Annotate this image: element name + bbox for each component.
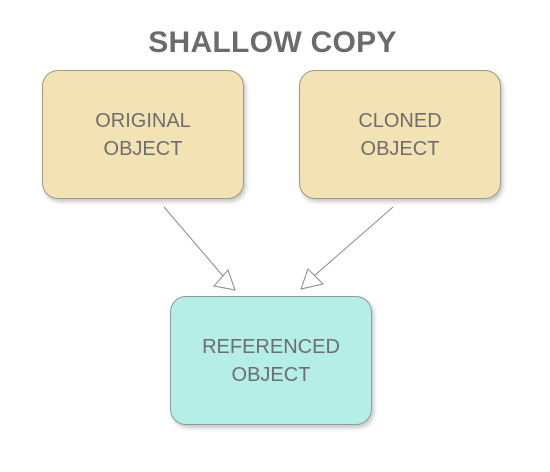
arrowhead-original-to-referenced: [213, 269, 236, 291]
diagram-title: SHALLOW COPY: [148, 26, 397, 59]
referenced-object-label: REFERENCED OBJECT: [202, 335, 340, 386]
cloned-object-node: CLONED OBJECT: [299, 70, 501, 199]
cloned-object-label: CLONED OBJECT: [358, 109, 442, 160]
arrow-cloned-to-referenced: [313, 206, 394, 277]
referenced-object-node: REFERENCED OBJECT: [170, 296, 372, 425]
original-object-node: ORIGINAL OBJECT: [42, 70, 244, 199]
arrowhead-cloned-to-referenced: [300, 268, 324, 290]
original-object-label: ORIGINAL OBJECT: [95, 109, 191, 160]
arrow-original-to-referenced: [163, 206, 224, 277]
